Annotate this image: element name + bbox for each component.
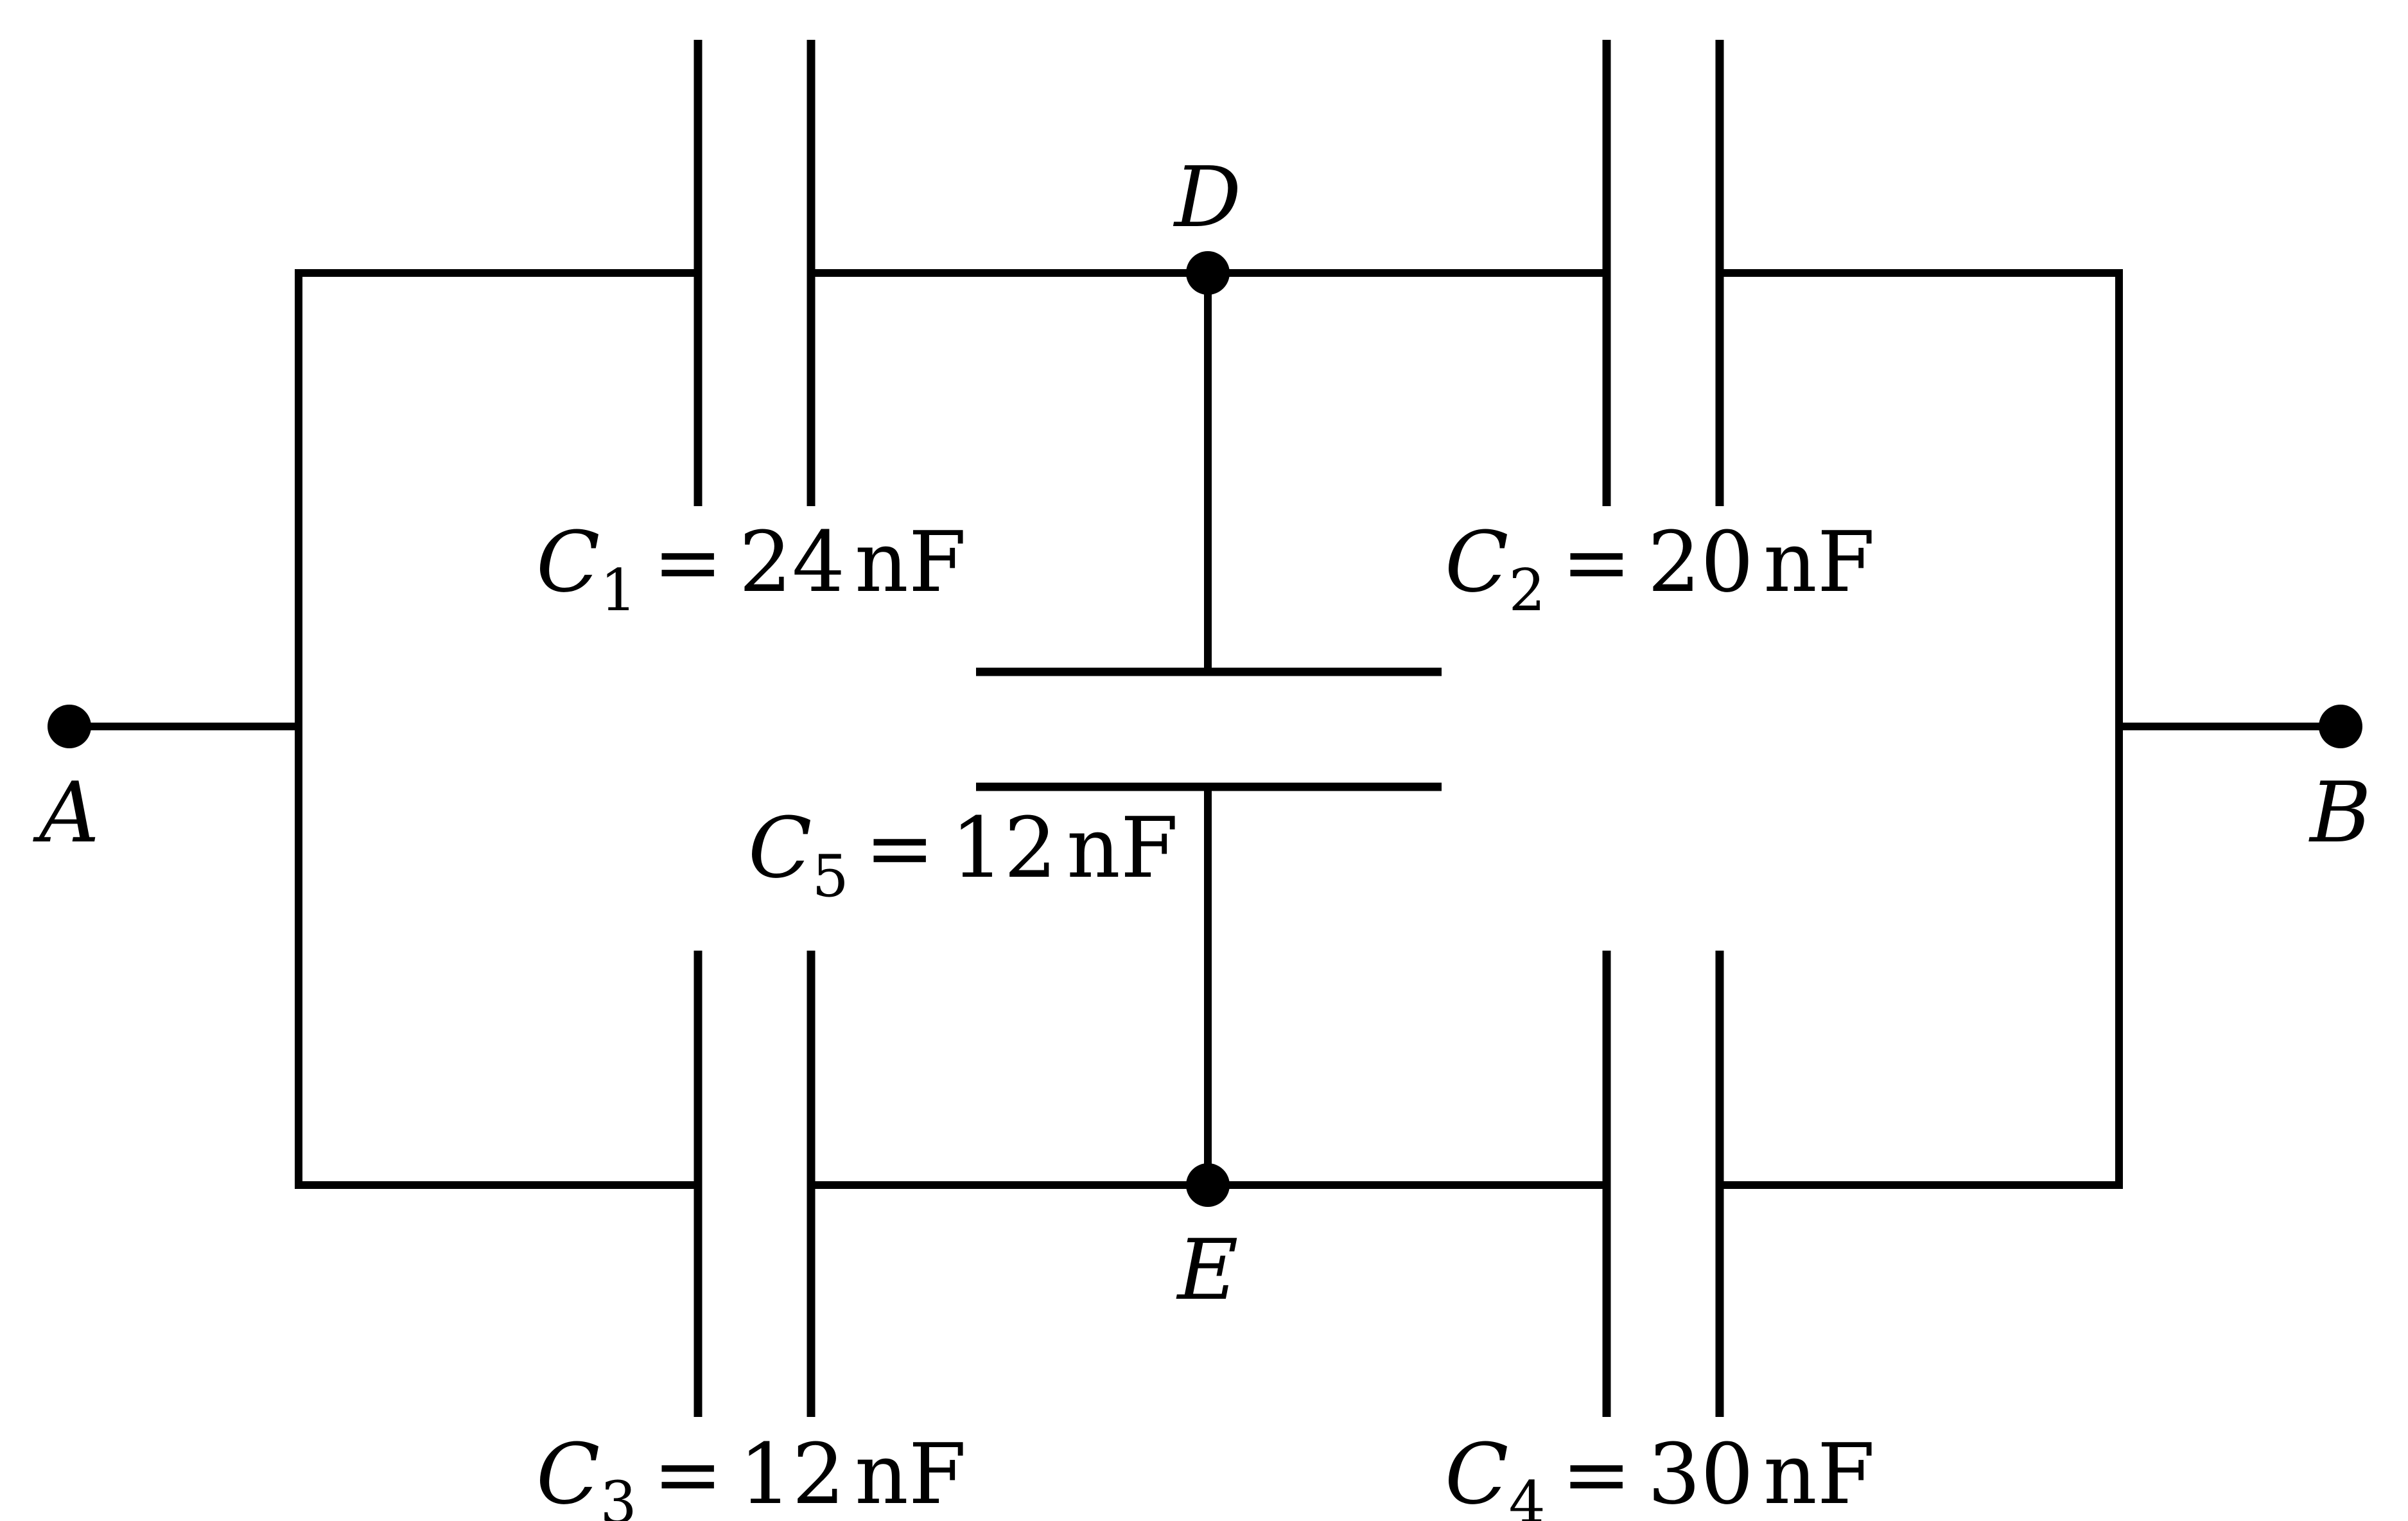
node-label-d: D — [1173, 148, 1241, 246]
c2-symbol: C — [1445, 513, 1508, 611]
terminal-b-dot — [2319, 705, 2362, 748]
c4-equals: = — [1562, 1425, 1632, 1521]
c5-unit: nF — [1067, 799, 1178, 897]
wires — [69, 269, 2341, 1189]
node-label-b: B — [2308, 764, 2371, 861]
c5-equals: = — [865, 799, 935, 897]
c5-symbol: C — [748, 799, 812, 897]
junction-d-dot — [1186, 251, 1230, 295]
c4-unit: nF — [1763, 1425, 1875, 1521]
capacitor-c5 — [976, 667, 1442, 791]
capacitor-c2 — [1602, 40, 1724, 506]
capacitor-c1 — [694, 40, 816, 506]
c2-subscript: 2 — [1508, 557, 1545, 624]
c4-value: 30 — [1648, 1425, 1754, 1521]
terminal-a-dot — [48, 705, 91, 748]
c3-unit: nF — [855, 1425, 966, 1521]
c2-equals: = — [1562, 513, 1632, 611]
c3-symbol: C — [536, 1425, 600, 1521]
c1-subscript: 1 — [600, 557, 636, 624]
c1-symbol: C — [536, 513, 600, 611]
c2-value: 20 — [1648, 513, 1754, 611]
c1-value: 24 — [739, 513, 845, 611]
c3-equals: = — [653, 1425, 723, 1521]
node-label-e: E — [1176, 1221, 1239, 1319]
c5-value: 12 — [951, 799, 1057, 897]
c3-subscript: 3 — [600, 1469, 636, 1521]
c5-subscript: 5 — [812, 843, 848, 910]
c4-symbol: C — [1445, 1425, 1508, 1521]
node-label-a: A — [33, 764, 100, 861]
junction-e-dot — [1186, 1163, 1230, 1207]
c3-value: 12 — [739, 1425, 845, 1521]
c4-subscript: 4 — [1508, 1469, 1545, 1521]
c1-unit: nF — [855, 513, 966, 611]
c2-unit: nF — [1763, 513, 1875, 611]
c1-equals: = — [653, 513, 723, 611]
capacitor-c4 — [1602, 951, 1724, 1417]
capacitor-c3 — [694, 951, 816, 1417]
